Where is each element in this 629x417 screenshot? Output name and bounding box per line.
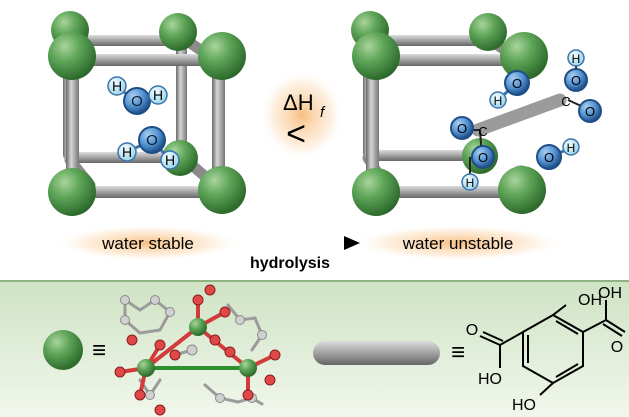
hydrolysis-label: hydrolysis	[250, 255, 330, 272]
water2-o: O	[146, 132, 158, 149]
water2-h1: H	[122, 144, 132, 160]
water3-h: H	[494, 94, 503, 108]
carboxyl-group-right: H O C O	[561, 49, 602, 123]
water-unstable-label: water unstable	[402, 234, 514, 253]
delta-h-label: ΔH	[283, 90, 314, 115]
linker-oh-right: OH	[598, 285, 622, 302]
left-mof-cube: H O H H O H	[48, 11, 246, 216]
delta-h-subscript: f	[320, 104, 326, 121]
water4-o: O	[544, 150, 554, 165]
water-molecule-right-1: H O	[489, 70, 530, 109]
legend-linker-rod	[313, 341, 440, 365]
water4-h: H	[567, 141, 576, 155]
carboxyl-right-o2: O	[585, 104, 595, 119]
legend-equiv-1: ≡	[92, 337, 106, 364]
linker-ho-left: HO	[478, 371, 502, 388]
water-molecule-1: H O H	[107, 76, 168, 115]
less-than-sign: <	[286, 115, 306, 153]
linker-oh-top: OH	[578, 292, 602, 309]
linker-o-right: O	[611, 339, 623, 356]
water-molecule-2: H O H	[117, 126, 180, 170]
linker-structure	[479, 300, 626, 396]
left-label-glow	[56, 225, 240, 261]
carboxyl-right-h: H	[572, 52, 581, 66]
metal-cluster-model	[114, 284, 281, 416]
carboxyl-left-h: H	[466, 176, 475, 190]
carboxyl-left-c: C	[478, 124, 487, 139]
water-molecule-right-2: O H	[536, 138, 580, 170]
hydrolysis-arrow	[230, 236, 360, 250]
linker-o-left: O	[466, 322, 478, 339]
water3-o: O	[512, 76, 522, 91]
water-stable-label: water stable	[101, 234, 194, 253]
linker-ho-bottom: HO	[512, 397, 536, 414]
right-mof-cube: O C O H H O H O C O	[351, 11, 602, 216]
carboxyl-right-c: C	[561, 94, 570, 109]
carboxyl-left-o1: O	[457, 121, 467, 136]
legend-node-sphere	[43, 330, 83, 370]
carboxyl-left-o2: O	[478, 150, 488, 165]
legend-panel: ≡	[0, 280, 629, 417]
enthalpy-comparison: ΔH f <	[260, 70, 344, 160]
right-label-glow	[353, 225, 563, 261]
legend-equiv-2: ≡	[451, 339, 465, 366]
water1-h1: H	[112, 78, 122, 94]
carboxyl-group-left: O C O H	[450, 116, 495, 191]
water1-o: O	[131, 93, 143, 110]
carboxyl-right-o1: O	[571, 73, 581, 88]
water2-h2: H	[165, 152, 175, 168]
water1-h2: H	[153, 87, 163, 103]
